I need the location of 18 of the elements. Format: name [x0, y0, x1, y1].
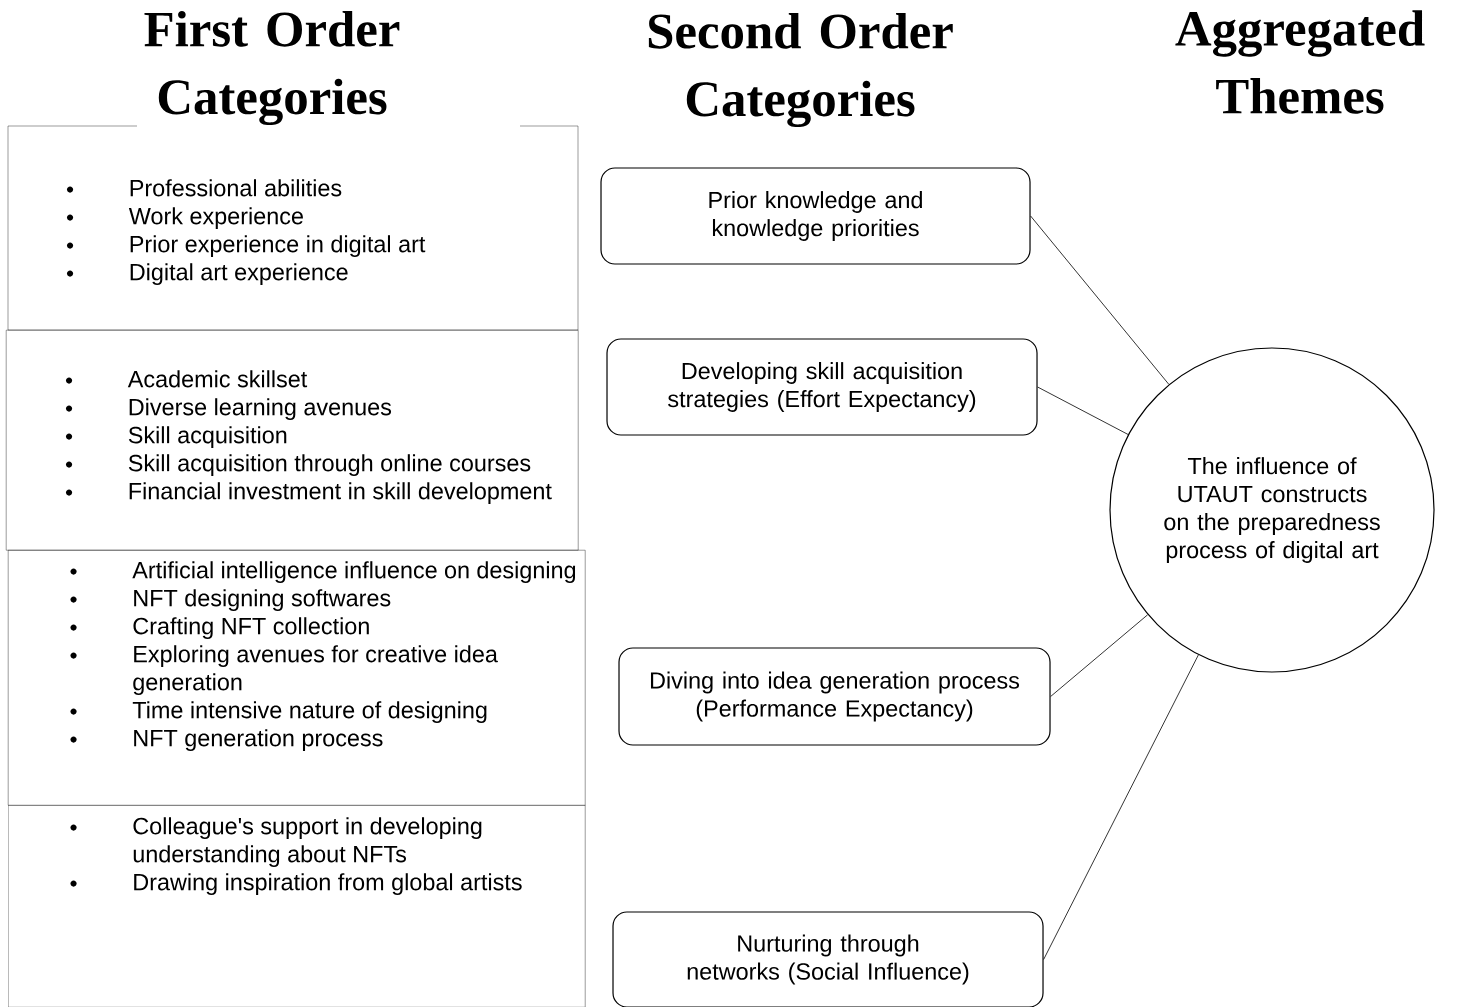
node-label: Professional abilities [130, 179, 342, 197]
bullet-list-box: Professional abilities Work experience Prior experience in digital art Digital art experience [7, 125, 579, 331]
column-heading: Second Order Categories [648, 12, 953, 128]
node-label: Work experience [128, 207, 303, 230]
category-box: Developing skill acquisition strategies (Effort Expectancy) [606, 338, 1038, 436]
column-heading: Aggregated Themes [1175, 10, 1425, 114]
node-label: Prior experience in digital art [130, 235, 426, 258]
connector-line [1050, 614, 1149, 697]
bullet-list-box: Artificial intelligence influence on designing NFT designing softwares Crafting NFT collection Exploring avenues for creative idea generation Time intensive nature of designing NFT generation process [8, 550, 586, 806]
category-box: Nurturing through networks (Social Influence) [612, 911, 1044, 1007]
bullet-list-box: Colleague's support in developing understanding about NFTs Drawing inspiration from global artists [8, 805, 586, 1007]
connector-line [1043, 654, 1199, 960]
connector-line [1037, 386, 1129, 435]
node-label: Digital art experience [130, 263, 348, 286]
bullet-list-box: Academic skillset Diverse learning avenues Skill acquisition Skill acquisition through online courses Financial investment in skill development [6, 330, 579, 551]
category-box: Diving into idea generation process (Performance Expectancy) [618, 647, 1051, 746]
category-box: Prior knowledge and knowledge priorities [600, 167, 1031, 265]
connector-line [1030, 215, 1170, 385]
